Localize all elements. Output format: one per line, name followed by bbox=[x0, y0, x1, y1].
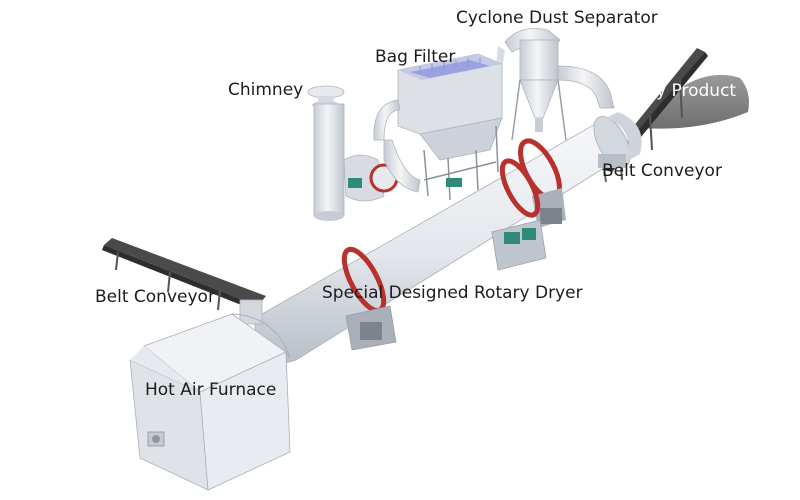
chimney bbox=[307, 85, 345, 221]
label-rotary-dryer: Special Designed Rotary Dryer bbox=[322, 283, 583, 303]
ring-gear-left bbox=[341, 246, 397, 351]
label-belt-conveyor-left: Belt Conveyor bbox=[95, 287, 215, 307]
label-bag-filter: Bag Filter bbox=[375, 47, 456, 67]
drive-assembly bbox=[491, 158, 547, 271]
draft-fan bbox=[343, 139, 462, 202]
label-dry-product: Dry Product bbox=[636, 81, 737, 101]
bag-filter bbox=[373, 53, 503, 201]
dry-product-pile bbox=[640, 74, 749, 129]
hot-air-furnace bbox=[129, 313, 291, 491]
ring-gear-right bbox=[518, 138, 566, 228]
label-chimney: Chimney bbox=[228, 80, 304, 100]
label-hot-air-furnace: Hot Air Furnace bbox=[145, 380, 277, 400]
label-belt-conveyor-right: Belt Conveyor bbox=[602, 161, 722, 181]
belt-conveyor-left bbox=[102, 238, 266, 325]
label-cyclone-dust-separator: Cyclone Dust Separator bbox=[456, 8, 658, 28]
cyclone-dust-separator bbox=[494, 28, 615, 141]
